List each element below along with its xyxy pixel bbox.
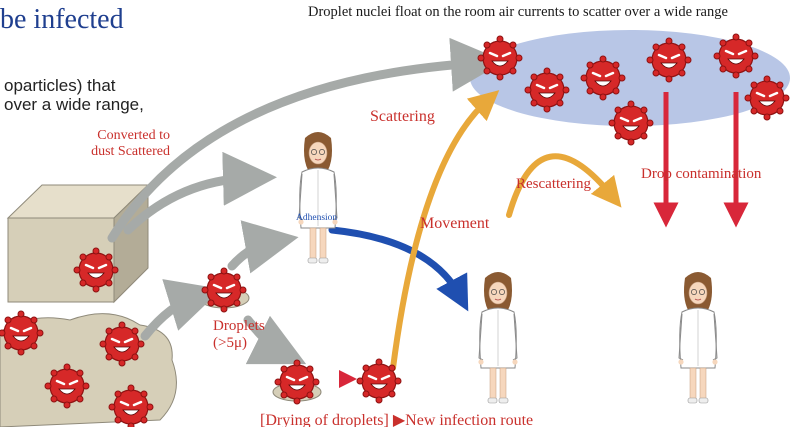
virus-icon — [581, 56, 625, 100]
droplet-size-label: (>5μ) — [213, 335, 247, 352]
converted-label-1: Converted to — [84, 128, 170, 144]
rescattering-label: Rescattering — [516, 176, 591, 193]
virus-icon — [647, 38, 691, 82]
person-drop-contamination — [678, 272, 717, 403]
virus-icon — [100, 322, 144, 366]
body-text-line-2: over a wide range, — [4, 95, 144, 115]
droplets-label: Droplets — [213, 318, 265, 335]
scattering-label: Scattering — [370, 108, 435, 126]
arrow-droplets-up — [232, 242, 272, 266]
gray-arrows — [112, 63, 478, 352]
virus-icon — [74, 248, 118, 292]
scattering-arrow — [393, 100, 488, 368]
body-text-line-1: oparticles) that — [4, 76, 116, 96]
virus-icon — [525, 68, 569, 112]
virus-icon — [609, 101, 653, 145]
virus-icon — [275, 360, 319, 404]
virus-icon — [45, 364, 89, 408]
bottom-caption: [Drying of droplets] ▶New infection rout… — [260, 410, 533, 427]
virus-icon — [478, 36, 522, 80]
top-caption: Droplet nuclei float on the room air cur… — [308, 4, 728, 21]
virus-icon — [202, 268, 246, 312]
drop-contamination-label: Drop contamination — [641, 166, 761, 183]
virus-icon — [745, 76, 789, 120]
drying-triangle — [339, 370, 357, 388]
page-title: be infected — [0, 4, 124, 36]
virus-icon — [714, 34, 758, 78]
virus-icon — [357, 359, 401, 403]
dust-box — [8, 185, 148, 302]
movement-label: Movement — [420, 215, 489, 233]
adhension-arrow — [332, 230, 460, 296]
converted-label-2: dust Scattered — [84, 144, 170, 160]
adhension-label: Adhension — [296, 213, 337, 223]
arrow-to-droplets — [145, 297, 196, 336]
person-adhension — [298, 132, 337, 263]
person-movement — [478, 272, 517, 403]
